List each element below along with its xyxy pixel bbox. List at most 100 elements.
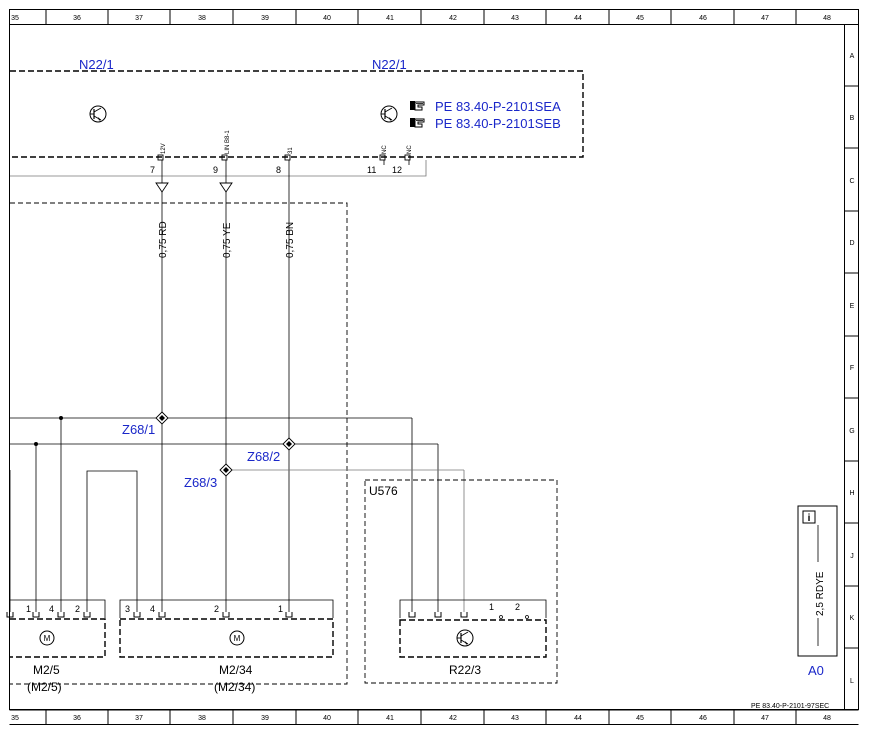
row-label: G <box>849 428 854 435</box>
col-label: 45 <box>636 715 644 722</box>
connector-pin <box>83 611 91 618</box>
col-label: 48 <box>823 15 831 22</box>
pin-number: 2 <box>515 602 520 612</box>
module-label-n22-right: N22/1 <box>372 57 407 72</box>
column-numbers-bottom: 35 36 37 38 39 40 41 42 43 44 45 46 47 4… <box>11 715 831 722</box>
transistor-icon <box>380 105 398 123</box>
pin-function-label: LIN B8-1 <box>225 130 231 154</box>
row-letters: A B C D E F G H J K L <box>849 53 854 685</box>
pin-number: 3 <box>125 604 130 614</box>
connector-pin-labels: 12V LIN B8-1 31 NC NC <box>161 130 413 154</box>
pin-number: 1 <box>278 604 283 614</box>
pin-function-label: 12V <box>161 143 167 154</box>
col-label: 41 <box>386 715 394 722</box>
wire-labels: 0,75 RD 0,75 YE 0,75 BN <box>158 221 296 258</box>
pin-number: 7 <box>150 165 155 175</box>
footer-reference: PE 83.40-P-2101-97SEC <box>751 703 829 710</box>
col-label: 44 <box>574 715 582 722</box>
pin-number: 4 <box>150 604 155 614</box>
connector-pin <box>222 611 230 618</box>
row-label: E <box>850 303 855 310</box>
hand-pointer-icon <box>409 117 425 128</box>
row-label: J <box>850 553 854 560</box>
bus-wires <box>9 416 465 612</box>
hand-pointer-icon <box>409 100 425 111</box>
col-label: 43 <box>511 715 519 722</box>
component-r22-3[interactable]: 1 2 R22/3 <box>399 599 547 677</box>
col-label: 45 <box>636 15 644 22</box>
component-name-r22-3: R22/3 <box>449 663 481 677</box>
col-label: 43 <box>511 15 519 22</box>
reference-link-seb[interactable]: PE 83.40-P-2101SEB <box>435 116 561 131</box>
row-label: F <box>850 365 854 372</box>
col-label: 47 <box>761 715 769 722</box>
col-label: 46 <box>699 715 707 722</box>
wire-label-rd: 0,75 RD <box>158 221 169 258</box>
reference-link-sea[interactable]: PE 83.40-P-2101SEA <box>435 99 561 114</box>
col-label: 40 <box>323 715 331 722</box>
legend-box[interactable]: i 2,5 RDYE A0 <box>797 505 838 678</box>
col-label: 42 <box>449 715 457 722</box>
pin-number: 9 <box>213 165 218 175</box>
module-label-n22-left: N22/1 <box>79 57 114 72</box>
connector-pin <box>158 611 166 618</box>
col-label: 36 <box>73 715 81 722</box>
row-label: H <box>849 490 854 497</box>
motor-icon <box>39 630 55 646</box>
col-label: 37 <box>135 715 143 722</box>
row-label: B <box>850 115 855 122</box>
info-icon <box>802 510 816 524</box>
pin-function-label: NC <box>382 145 388 154</box>
connector-pin <box>408 611 416 618</box>
column-dividers <box>45 9 797 725</box>
connector-pin <box>285 611 293 618</box>
connector-pin-numbers: 7 9 8 11 12 <box>150 165 402 175</box>
component-name-m2-5: M2/5 <box>33 663 60 677</box>
connector-pin <box>460 611 468 618</box>
col-label: 40 <box>323 15 331 22</box>
col-label: 44 <box>574 15 582 22</box>
col-label: 35 <box>11 715 19 722</box>
connector-pin <box>57 611 65 618</box>
connector-pin <box>133 611 141 618</box>
component-alt-m2-34: (M2/34) <box>214 680 255 694</box>
module-n22-1[interactable]: N22/1 N22/1 PE 83.40-P-2101SEA PE 83.40-… <box>10 57 584 158</box>
row-label: A <box>850 53 855 60</box>
col-label: 47 <box>761 15 769 22</box>
connector-pin <box>434 611 442 618</box>
row-label: D <box>849 240 854 247</box>
row-label: L <box>850 678 854 685</box>
col-label: 39 <box>261 15 269 22</box>
transistor-icon <box>89 105 107 123</box>
module-u576[interactable]: U576 <box>364 479 558 684</box>
splice-label-z68-1: Z68/1 <box>122 422 155 437</box>
pin-number: 11 <box>367 165 376 175</box>
wire-label-bn: 0,75 BN <box>285 222 296 258</box>
pin-number: 2 <box>214 604 219 614</box>
vertical-wires <box>161 160 410 465</box>
col-label: 36 <box>73 15 81 22</box>
pin-number: 1 <box>26 604 31 614</box>
component-m2-34[interactable]: 3 4 2 1 M2/34 (M2/34) <box>119 599 334 694</box>
fuse-arrow-icon <box>155 182 233 193</box>
row-label: K <box>850 615 855 622</box>
transistor-icon <box>456 629 474 647</box>
row-dividers <box>844 85 859 649</box>
column-numbers-top: 35 36 37 38 39 40 41 42 43 44 45 46 47 4… <box>11 15 831 22</box>
pin-number: 2 <box>75 604 80 614</box>
splice-label-z68-3: Z68/3 <box>184 475 217 490</box>
pin-number: 8 <box>276 165 281 175</box>
wire-label-ye: 0,75 YE <box>222 222 233 258</box>
pin-function-label: 31 <box>288 147 294 154</box>
pin-function-label: NC <box>407 145 413 154</box>
info-icon-glyph: i <box>808 513 811 524</box>
module-label-u576: U576 <box>369 484 398 498</box>
legend-code: A0 <box>808 663 824 678</box>
splice-label-z68-2: Z68/2 <box>247 449 280 464</box>
legend-wire-label: 2,5 RDYE <box>815 571 826 616</box>
pin-number: 4 <box>49 604 54 614</box>
connector-pin <box>32 611 40 618</box>
col-label: 37 <box>135 15 143 22</box>
component-m2-5[interactable]: 1 4 2 M2/5 (M2/5) <box>6 599 106 694</box>
